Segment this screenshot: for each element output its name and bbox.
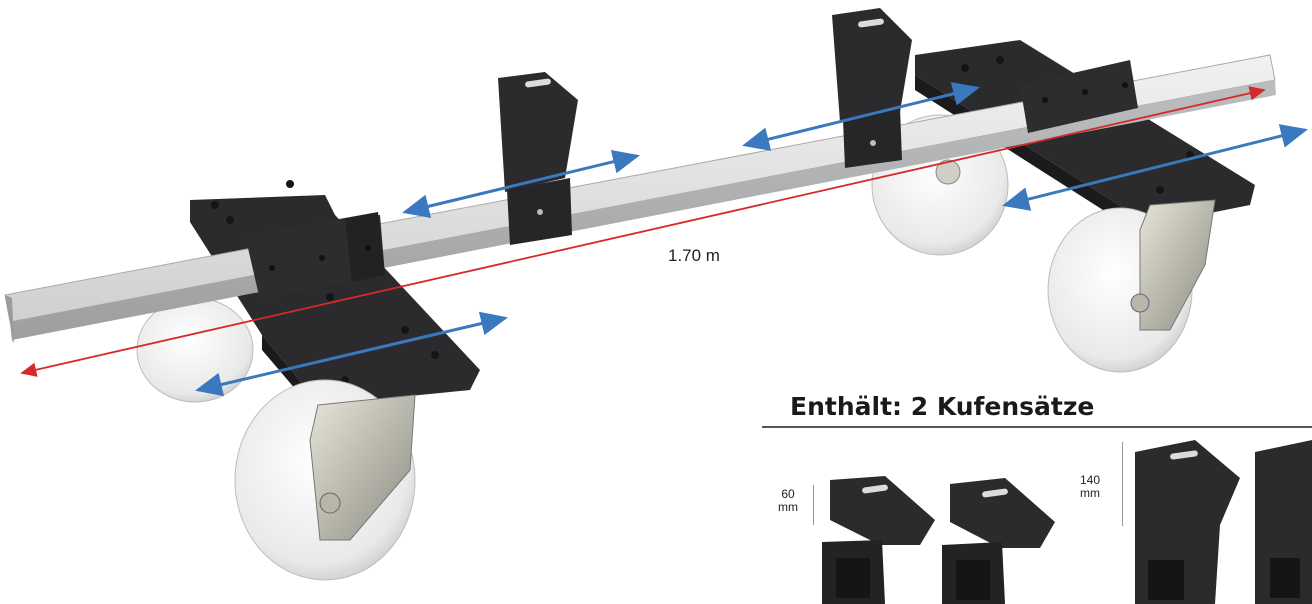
skid-holder-middle-right bbox=[832, 8, 912, 168]
dimension-large-bar bbox=[1122, 442, 1123, 526]
length-label: 1.70 m bbox=[668, 246, 720, 265]
dimension-large-unit: mm bbox=[1080, 486, 1101, 500]
heading-divider bbox=[762, 426, 1312, 428]
skid-holder-middle-left bbox=[498, 72, 578, 245]
wheel-front-left bbox=[234, 379, 416, 581]
dimension-small-value: 60 bbox=[781, 487, 795, 501]
adjust-arrow-middle-right bbox=[742, 82, 980, 151]
dimension-small-unit: mm bbox=[778, 500, 798, 514]
dimension-large: 140 mm bbox=[1080, 474, 1100, 500]
adjust-arrow-left-plate bbox=[195, 311, 508, 397]
dimension-small-bar bbox=[813, 485, 814, 525]
dimension-large-value: 140 bbox=[1080, 473, 1101, 487]
skid-large-2 bbox=[1255, 440, 1312, 604]
skid-large-1 bbox=[1135, 440, 1240, 604]
adjust-arrow-middle-left bbox=[402, 149, 640, 219]
wheel-back-left bbox=[136, 297, 254, 403]
skid-small-2 bbox=[942, 478, 1055, 604]
wheel-front-right bbox=[1047, 199, 1216, 373]
dimension-small: 60 mm bbox=[778, 488, 798, 514]
skid-small-1 bbox=[822, 476, 935, 604]
adjust-arrow-right-plate bbox=[1002, 124, 1308, 211]
contains-heading: Enthält: 2 Kufensätze bbox=[790, 392, 1095, 421]
